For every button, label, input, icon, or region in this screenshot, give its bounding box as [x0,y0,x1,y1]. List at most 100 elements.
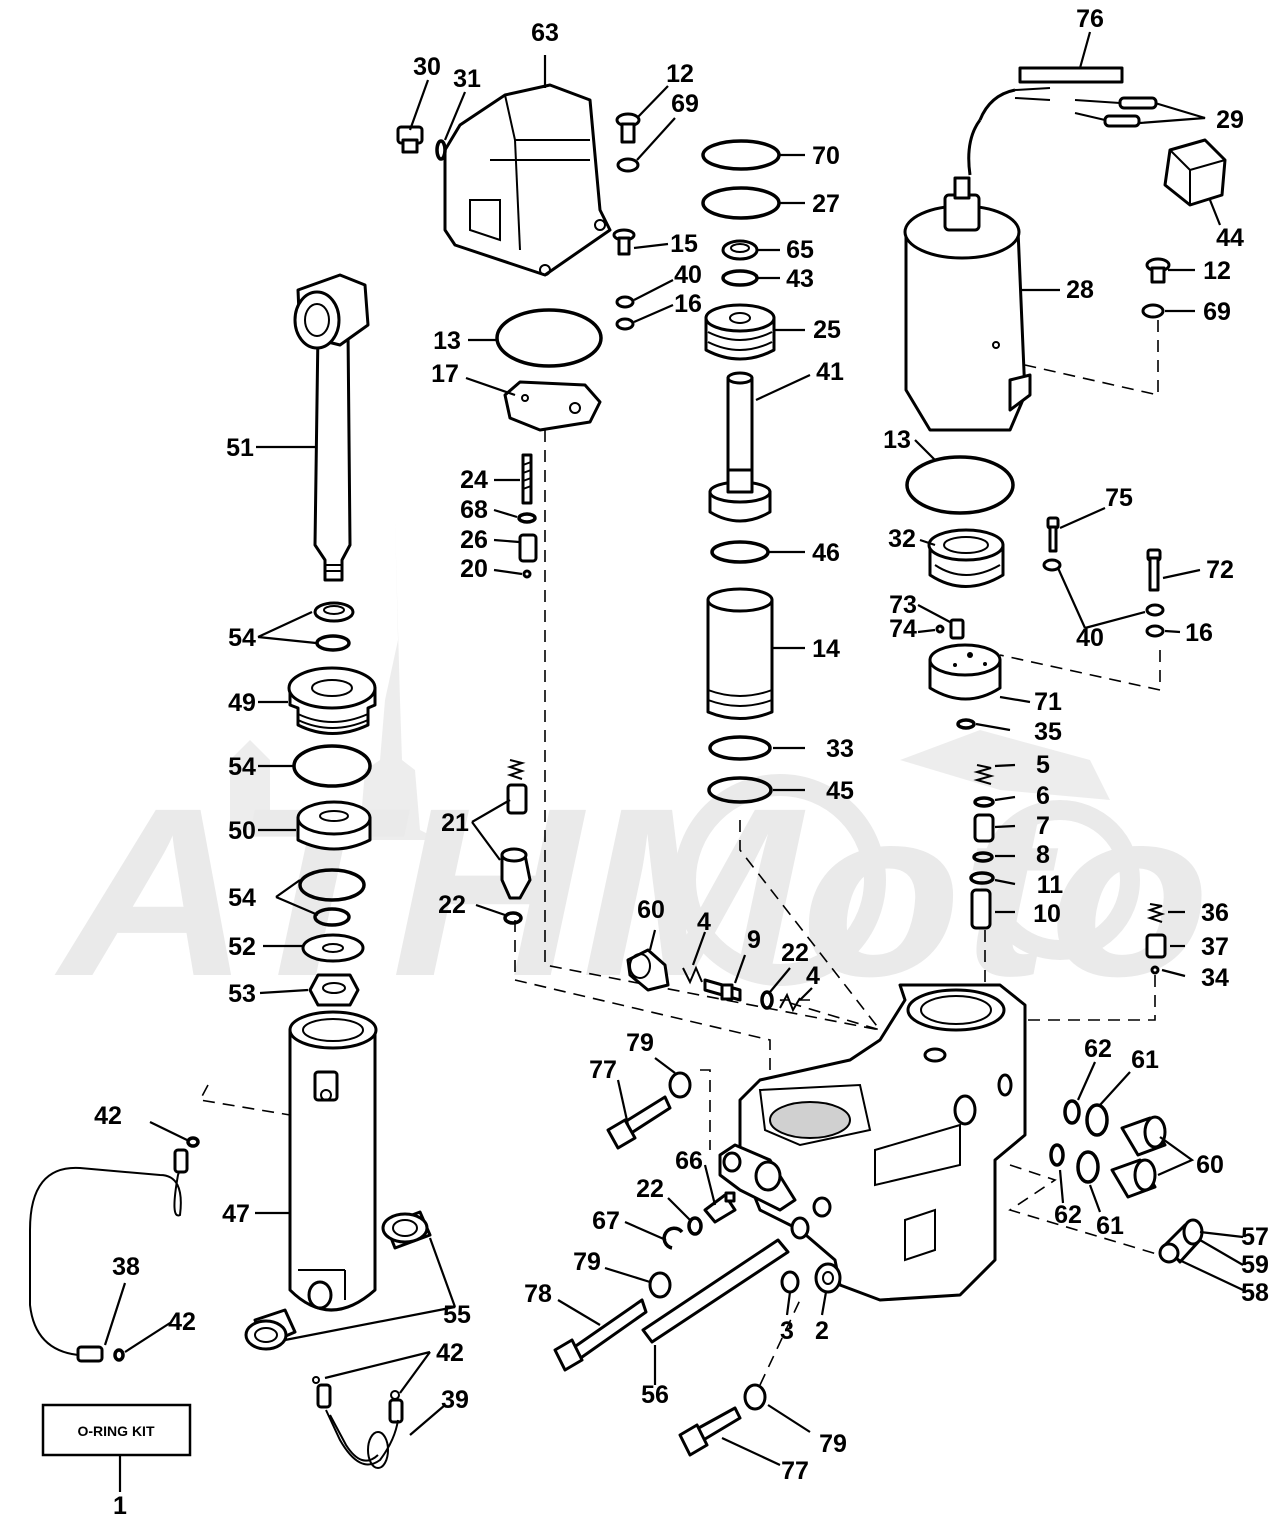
ball-20 [522,569,532,579]
valve-7 [973,813,995,843]
callout-2: 2 [815,1317,829,1345]
callout-3: 3 [780,1317,794,1345]
callout-60-right: 60 [1196,1151,1224,1179]
callout-42-c: 42 [436,1339,464,1367]
nut-53 [308,973,360,1007]
callout-57: 57 [1241,1223,1269,1251]
o-ring-54-e [313,907,351,927]
o-ring-35 [956,718,976,730]
callout-13-right: 13 [883,426,911,454]
callout-74: 74 [889,615,917,643]
callout-20: 20 [460,555,488,583]
plug-73 [949,618,965,640]
piston-rod-41 [708,371,772,523]
pin-56 [641,1238,790,1344]
callout-54-c: 54 [228,753,256,781]
callout-54-a: 54 [228,624,256,652]
o-ring-22-lower [687,1216,703,1236]
washer-52 [301,933,365,963]
callout-63: 63 [531,19,559,47]
bushing-55-b [244,1308,297,1351]
callout-22-left: 22 [438,891,466,919]
sleeve-32 [927,528,1005,588]
o-ring-54-d [298,868,366,902]
seal-65 [721,239,759,261]
spring-5 [973,764,995,785]
o-ring-kit-label: O-RING KIT [78,1423,155,1439]
screw-75 [1046,516,1060,553]
plug-60-center [626,948,670,992]
tilt-rod-51 [293,273,370,582]
plug-37 [1145,933,1167,959]
callout-1: 1 [113,1492,127,1520]
callout-68: 68 [460,496,488,524]
callout-41: 41 [816,358,844,386]
callout-8: 8 [1036,841,1050,869]
ball-74 [935,624,945,634]
bushing-55-a [381,1210,432,1250]
callout-69-right: 69 [1203,298,1231,326]
washer-79-mid [648,1271,672,1299]
callout-12: 12 [666,60,694,88]
fitting-57-59-58 [1158,1218,1204,1264]
o-ring-8 [972,851,994,863]
ring-46 [710,540,770,564]
callout-76: 76 [1076,5,1104,33]
o-ring-13-right [905,455,1015,515]
callout-35: 35 [1034,718,1062,746]
callout-36: 36 [1201,899,1229,927]
o-ring-22-center [760,990,774,1010]
ring-45 [707,776,773,804]
callout-61-top: 61 [1131,1046,1159,1074]
callout-42-b: 42 [168,1308,196,1336]
callout-32: 32 [888,525,916,553]
spring-36 [1146,903,1166,923]
callout-40: 40 [674,261,702,289]
bushing-2 [814,1262,842,1294]
screw-30 [396,125,424,154]
o-ring-68 [517,512,537,524]
ring-33 [708,735,772,761]
callout-79-top: 79 [626,1029,654,1057]
o-ring-62-bottom [1049,1143,1065,1167]
cap-49 [287,666,377,735]
callout-11: 11 [1037,871,1064,899]
bushing-3 [780,1270,800,1294]
plug-60-right-a [1120,1115,1167,1157]
spring-4-a [682,965,703,985]
callout-37: 37 [1201,933,1229,961]
callout-66: 66 [675,1147,703,1175]
callout-46: 46 [812,539,840,567]
bolt-77-bottom [678,1406,742,1457]
callout-17: 17 [431,360,459,388]
washer-79-top [668,1071,692,1099]
callout-60-center: 60 [637,896,665,924]
washer-79-bottom [743,1383,767,1411]
piston-71 [928,643,1002,701]
washer-16-right [1145,624,1165,638]
callout-65: 65 [786,236,814,264]
callout-49: 49 [228,689,256,717]
callout-34: 34 [1201,964,1229,992]
ring-27 [701,186,781,220]
callout-12-right: 12 [1203,257,1231,285]
bolt-77-top [606,1095,672,1150]
callout-59: 59 [1241,1251,1269,1279]
callout-53: 53 [228,980,256,1008]
callout-39: 39 [441,1386,469,1414]
callout-52: 52 [228,933,256,961]
callout-78: 78 [524,1280,552,1308]
valve-10 [970,888,992,930]
screw-24 [521,453,533,505]
callout-47: 47 [222,1200,250,1228]
callout-38: 38 [112,1253,140,1281]
cylinder-47 [288,1010,378,1312]
washer-40-top [615,295,635,309]
callout-54-d: 54 [228,884,256,912]
ring-70 [701,139,781,171]
callout-61-bottom: 61 [1096,1212,1124,1240]
callout-70: 70 [812,142,840,170]
o-ring-42-a [186,1136,200,1148]
connector-44 [1163,138,1227,207]
callout-55: 55 [443,1301,471,1329]
